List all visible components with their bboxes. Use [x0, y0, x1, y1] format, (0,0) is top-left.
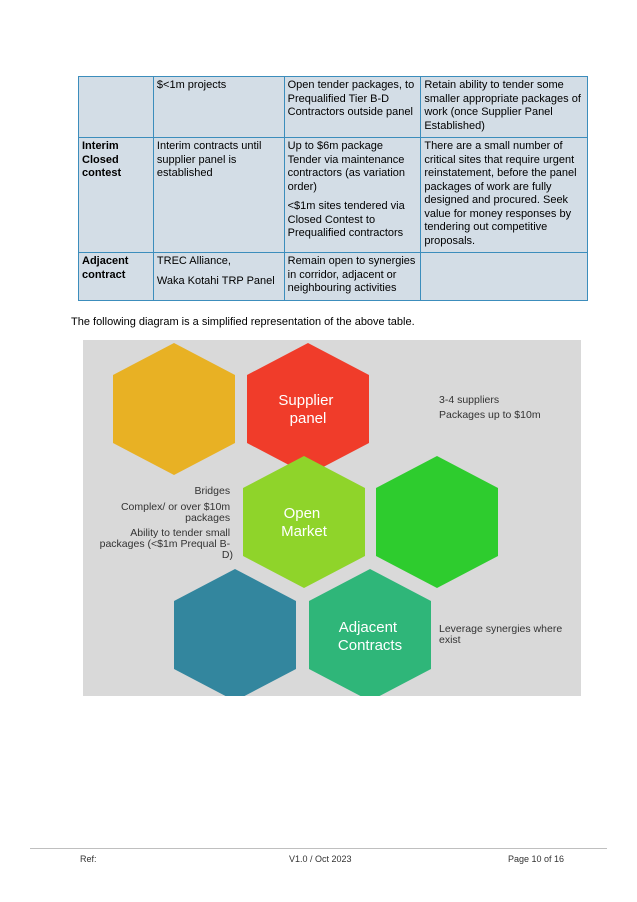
footer-version: V1.0 / Oct 2023 — [289, 854, 352, 864]
row-heading: Adjacent contract — [78, 252, 154, 301]
hexagon-supplier-panel — [247, 343, 369, 475]
cell-text: Remain open to synergies in corridor, ad… — [287, 255, 416, 294]
hexagon-adjacent-contracts — [309, 569, 431, 696]
row-heading — [78, 76, 154, 138]
note-supplier: 3-4 suppliers Packages up to $10m — [439, 394, 541, 421]
hexagon-open-market — [243, 456, 365, 588]
footer-divider — [30, 848, 607, 849]
hexagon-diagram-svg: Supplier panel Open Market Adjacent Cont… — [100, 343, 565, 696]
hex-label-supplier: Supplier panel — [278, 392, 337, 427]
hexagon-right — [376, 456, 498, 588]
hexagon-bottom-left — [174, 569, 296, 696]
hexagon-top-left — [113, 343, 235, 475]
table-row: $<1m projects Open tender packages, to Pr… — [78, 76, 588, 138]
note-adjacent: Leverage synergies where exist — [439, 623, 565, 646]
diagram-caption: The following diagram is a simplified re… — [71, 316, 415, 328]
table-cell: Remain open to synergies in corridor, ad… — [283, 252, 422, 301]
cell-text: Waka Kotahi TRP Panel — [156, 274, 275, 287]
cell-text: There are a small number of critical sit… — [424, 140, 577, 247]
note-left: Bridges Complex/ or over $10m packages A… — [100, 485, 233, 561]
hex-label-adjacent: Adjacent Contracts — [338, 619, 402, 654]
table-cell: $<1m projects — [152, 76, 285, 138]
hex-label-open-market: Open Market — [281, 505, 328, 540]
table-cell: Interim contracts until supplier panel i… — [152, 137, 285, 253]
cell-text: Retain ability to tender some smaller ap… — [424, 79, 581, 132]
row-heading: Interim Closed contest — [78, 137, 154, 253]
table-cell: Up to $6m package Tender via maintenance… — [283, 137, 422, 253]
table-cell — [420, 252, 588, 301]
table-cell: There are a small number of critical sit… — [420, 137, 588, 253]
cell-text: $<1m projects — [156, 79, 227, 91]
table-cell: Retain ability to tender some smaller ap… — [420, 76, 588, 138]
cell-text: Up to $6m package Tender via maintenance… — [287, 140, 406, 193]
table-cell: Open tender packages, to Prequalified Ti… — [283, 76, 422, 138]
cell-text: TREC Alliance, — [156, 255, 231, 267]
footer-page-number: Page 10 of 16 — [508, 854, 565, 864]
cell-text: <$1m sites tendered via Closed Contest t… — [287, 200, 405, 239]
table-cell: TREC Alliance, Waka Kotahi TRP Panel — [152, 252, 285, 301]
cell-text: Interim contracts until supplier panel i… — [156, 140, 262, 179]
hexagon-diagram: Supplier panel Open Market Adjacent Cont… — [83, 340, 581, 696]
procurement-table: $<1m projects Open tender packages, to Pr… — [78, 76, 588, 301]
cell-text: Open tender packages, to Prequalified Ti… — [287, 79, 415, 118]
footer-ref: Ref: — [80, 854, 97, 864]
